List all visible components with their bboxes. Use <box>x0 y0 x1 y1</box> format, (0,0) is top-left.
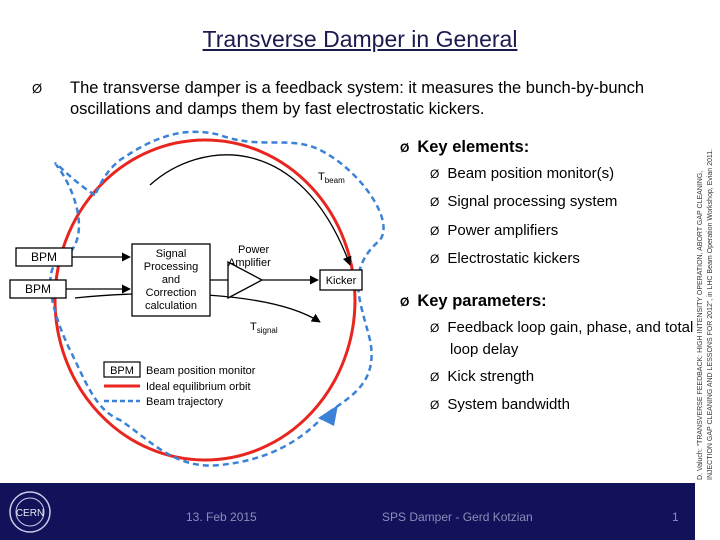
signal-processing-line-3: and <box>162 274 180 286</box>
bpm-top-label: BPM <box>31 250 57 264</box>
bullet-arrow-icon: Ø <box>430 252 440 266</box>
side-note-line-2: INJECTION GAP CLEANING AND LESSONS FOR 2… <box>707 148 714 480</box>
kicker-box <box>319 269 363 291</box>
bpm-bottom-label: BPM <box>25 282 51 296</box>
legend-bpm-box <box>103 361 141 378</box>
bullet-arrow-icon: Ø <box>430 195 440 209</box>
beam-trajectory <box>49 130 385 467</box>
t-signal-label: Tsignal <box>250 321 278 335</box>
signal-processing-line-4: Correction <box>146 287 197 299</box>
slide-title: Transverse Damper in General <box>202 26 518 52</box>
intro-text: The transverse damper is a feedback syst… <box>70 79 645 118</box>
power-amplifier-line-1: Power <box>238 244 270 256</box>
legend-bpm-label: Beam position monitor <box>146 365 256 377</box>
power-amplifier-line-2: Amplifier <box>228 257 271 269</box>
bullet-arrow-icon: Ø <box>32 81 43 96</box>
footer-date: 13. Feb 2015 <box>186 510 257 524</box>
bullet-arrow-icon: Ø <box>430 321 440 335</box>
signal-processing-line-1: Signal <box>156 248 187 260</box>
signal-processing-line-5: calculation <box>145 300 197 312</box>
bullet-arrow-icon: Ø <box>430 398 440 412</box>
bullet-arrow-icon: Ø <box>400 141 410 155</box>
ideal-orbit <box>53 138 357 462</box>
footer-title: SPS Damper - Gerd Kotzian <box>382 510 533 524</box>
signal-processing-line-2: Processing <box>144 261 198 273</box>
intro-bullet: Ø The transverse damper is a feedback sy… <box>32 78 654 120</box>
side-note-text: D. Valuch: “TRANSVERSE FEEDBACK: HIGH IN… <box>696 40 718 480</box>
bullet-arrow-icon: Ø <box>400 295 410 309</box>
bullet-arrow-icon: Ø <box>430 167 440 181</box>
legend-orbit-label: Ideal equilibrium orbit <box>146 381 251 393</box>
bullet-arrow-icon: Ø <box>430 224 440 238</box>
footer-bar <box>0 483 695 540</box>
side-note: D. Valuch: “TRANSVERSE FEEDBACK: HIGH IN… <box>696 40 718 480</box>
cern-logo-text: CERN <box>16 508 44 519</box>
trajectory-arrow <box>318 405 338 426</box>
cern-logo-icon: CERN <box>9 491 51 533</box>
legend-bpm-box-label: BPM <box>110 365 134 377</box>
t-beam-label: Tbeam <box>318 171 345 185</box>
bullet-arrow-icon: Ø <box>430 370 440 384</box>
page-number: 1 <box>672 510 679 524</box>
signal-processing-box <box>131 243 211 317</box>
feedback-diagram: Tbeam Tsignal BPM BPM Signal Processing … <box>9 130 385 467</box>
beam-arc <box>149 154 352 266</box>
legend-trajectory-label: Beam trajectory <box>146 396 224 408</box>
kicker-label: Kicker <box>326 275 357 287</box>
amplifier-triangle <box>227 260 264 300</box>
side-note-line-1: D. Valuch: “TRANSVERSE FEEDBACK: HIGH IN… <box>697 170 704 480</box>
